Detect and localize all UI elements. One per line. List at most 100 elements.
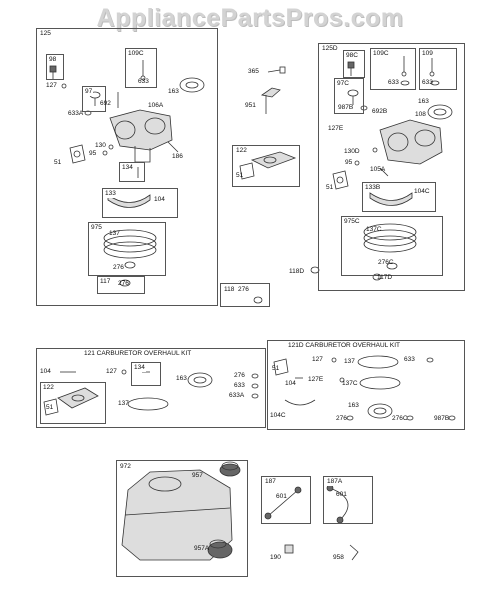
- box-187a: [323, 476, 373, 524]
- part-117-illustration: [119, 279, 131, 287]
- box-187: [261, 476, 311, 524]
- kit-d-label-137c: 137C: [342, 380, 358, 387]
- part-label-51: 51: [54, 159, 62, 166]
- inner-box-117-label: 117: [99, 278, 112, 286]
- inner-box-98-label: 98: [48, 56, 58, 64]
- part-label-163-d: 163: [418, 98, 429, 105]
- watermark-logo: AppliancePartsPros.com: [96, 4, 404, 32]
- part-958-illustration: [349, 544, 359, 561]
- part-109c-illustration: [140, 60, 146, 81]
- inner-box-975c: [341, 216, 443, 276]
- part-label-987b: 987B: [338, 104, 354, 111]
- part-130d-illustration: [372, 147, 378, 153]
- part-109c-d-illustration: [401, 56, 407, 77]
- carburetor-body-illustration: [109, 109, 173, 163]
- inner-box-133b: [362, 182, 436, 212]
- kit-label-137: 137: [118, 400, 129, 407]
- inner-box-109: [419, 48, 457, 90]
- kit-d-label-633: 633: [404, 356, 415, 363]
- part-label-958: 958: [333, 554, 344, 561]
- part-label-95-d: 95: [345, 159, 353, 166]
- part-label-105a: 105A: [370, 166, 386, 173]
- part-130-illustration: [108, 144, 114, 150]
- part-104-illustration: [107, 194, 151, 208]
- inner-box-109c-d: [370, 48, 416, 90]
- kit-d-label-987b: 987B: [434, 415, 450, 422]
- inner-box-133-label: 133: [104, 190, 117, 198]
- part-label-692b: 692B: [372, 108, 388, 115]
- part-95-illustration: [102, 150, 108, 156]
- part-117d-illustration: [372, 273, 382, 281]
- box-118-label: 118: [223, 286, 236, 294]
- part-276c-illustration: [253, 296, 263, 304]
- inner-box-97c-label: 97C: [336, 80, 350, 88]
- part-label-106a: 106A: [148, 102, 164, 109]
- part-137-illustration: [103, 229, 157, 259]
- part-label-117d: 117D: [377, 274, 393, 281]
- part-951-illustration: [261, 87, 281, 114]
- kit-d-label-276c: 276C: [392, 415, 408, 422]
- box-125d-label: 125D: [321, 45, 339, 53]
- box-121d-kit: [267, 340, 465, 430]
- part-95b-illustration: [354, 160, 360, 166]
- inner-box-109c: [125, 48, 157, 88]
- kit-137-illustration: [127, 397, 169, 411]
- box-187a-label: 187A: [326, 478, 344, 486]
- inner-box-98: [46, 54, 64, 80]
- part-98c-illustration: [347, 61, 355, 76]
- box-121-kit: [36, 348, 266, 428]
- inner-box-134-kit-label: 134: [133, 364, 146, 372]
- part-label-365: 365: [248, 68, 259, 75]
- box-122-label: 122: [235, 147, 248, 155]
- kit-d-127-illustration: [331, 357, 337, 363]
- inner-box-134-label: 134: [121, 164, 134, 172]
- carburetor-body-d-illustration: [379, 119, 443, 165]
- part-276-illustration: [124, 261, 136, 269]
- kit-d-987b-illustration: [448, 415, 456, 421]
- part-label-633-109: 633: [422, 79, 433, 86]
- part-label-108: 108: [415, 111, 426, 118]
- part-label-95: 95: [89, 150, 97, 157]
- kit-label-104: 104: [40, 368, 51, 375]
- kit-d-633-illustration: [426, 357, 434, 363]
- inner-box-109c-label: 109C: [127, 50, 145, 58]
- inner-box-97: [82, 86, 106, 112]
- kit-d-51-illustration: [273, 358, 289, 376]
- kit-label-633: 633: [234, 382, 245, 389]
- part-label-190: 190: [270, 554, 281, 561]
- part-label-957a: 957A: [194, 545, 210, 552]
- part-label-137c: 137C: [366, 226, 382, 233]
- kit-d-label-276: 276: [336, 415, 347, 422]
- part-label-104: 104: [154, 196, 165, 203]
- part-label-951: 951: [245, 102, 256, 109]
- kit-633a-illustration: [251, 393, 259, 399]
- inner-box-975-label: 975: [90, 224, 103, 232]
- kit-633-illustration: [251, 383, 259, 389]
- kit-d-137-illustration: [357, 355, 399, 369]
- part-276c-d-illustration: [386, 262, 398, 270]
- kit-d-104c-illustration: [284, 399, 316, 406]
- part-label-127e: 127E: [328, 125, 344, 132]
- inner-box-109c-d-label: 109C: [372, 50, 390, 58]
- part-label-51-d: 51: [326, 184, 334, 191]
- kit-d-label-137: 137: [344, 358, 355, 365]
- inner-box-97-label: 97: [84, 88, 94, 96]
- box-972-label: 972: [119, 463, 132, 471]
- inner-box-109-label: 109: [421, 50, 434, 58]
- kit-163-illustration: [187, 372, 213, 388]
- part-label-633: 633: [138, 78, 149, 85]
- part-105a-illustration: [379, 167, 389, 177]
- box-125-label: 125: [39, 30, 52, 38]
- part-label-186: 186: [172, 153, 183, 160]
- inner-box-975c-label: 975C: [343, 218, 361, 226]
- part-127-illustration: [61, 83, 67, 89]
- part-label-137: 137: [109, 230, 120, 237]
- part-97c-illustration: [347, 89, 359, 105]
- part-51c-illustration: [332, 170, 349, 190]
- part-633b-illustration: [400, 80, 410, 86]
- kit-122-illustration: [57, 387, 99, 409]
- kit-d-label-163: 163: [348, 402, 359, 409]
- fuel-cap-957-illustration: [219, 461, 241, 477]
- fuel-line-187a-illustration: [326, 484, 349, 524]
